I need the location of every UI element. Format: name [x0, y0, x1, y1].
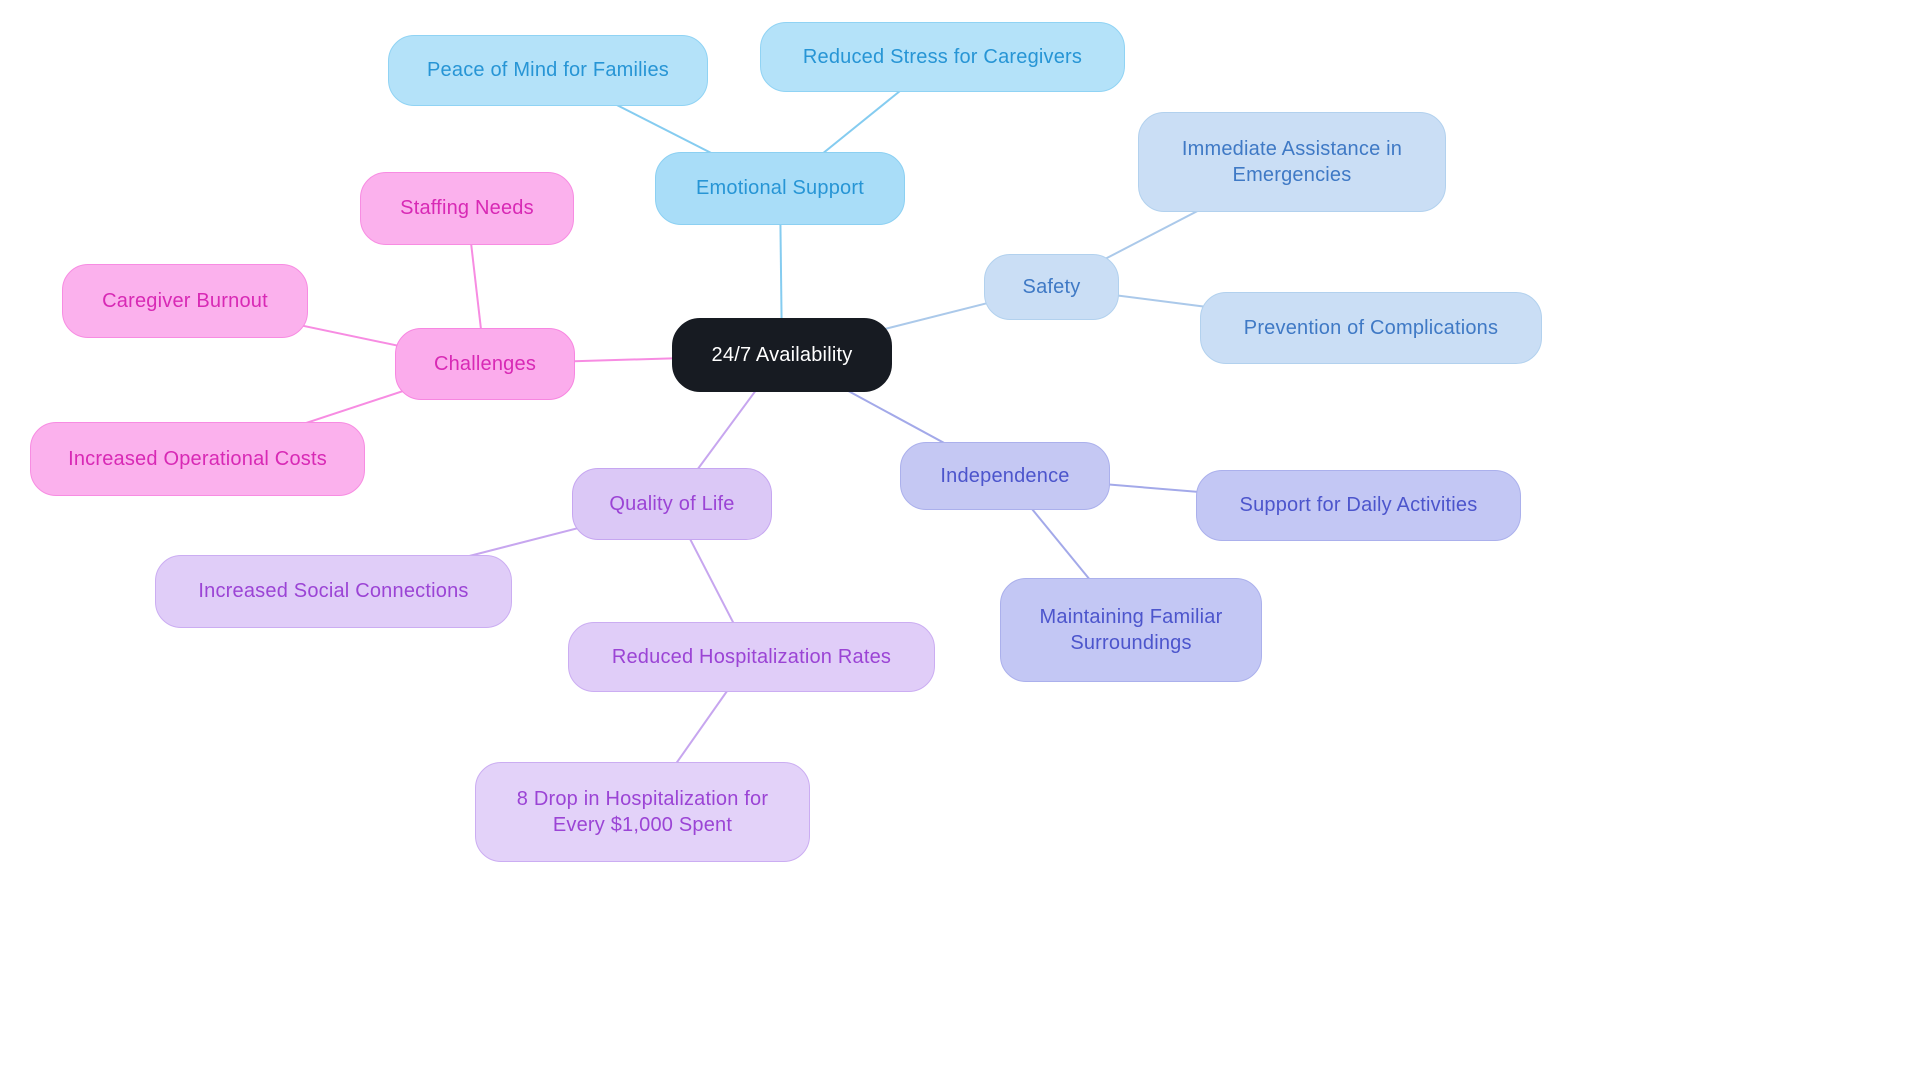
node-hospitalization-drop-stat: 8 Drop in Hospitalization for Every $1,0… [475, 762, 810, 862]
node-peace-of-mind-for-families: Peace of Mind for Families [388, 35, 708, 106]
node-caregiver-burnout: Caregiver Burnout [62, 264, 308, 338]
node-reduced-stress-for-caregivers: Reduced Stress for Caregivers [760, 22, 1125, 92]
node-emotional-support: Emotional Support [655, 152, 905, 225]
node-support-for-daily-activities: Support for Daily Activities [1196, 470, 1521, 541]
node-maintaining-familiar-surroundings: Maintaining Familiar Surroundings [1000, 578, 1262, 682]
node-immediate-assistance-in-emergencies: Immediate Assistance in Emergencies [1138, 112, 1446, 212]
node-safety: Safety [984, 254, 1119, 320]
node-independence: Independence [900, 442, 1110, 510]
node-central-availability: 24/7 Availability [672, 318, 892, 392]
node-staffing-needs: Staffing Needs [360, 172, 574, 245]
node-prevention-of-complications: Prevention of Complications [1200, 292, 1542, 364]
node-increased-operational-costs: Increased Operational Costs [30, 422, 365, 496]
node-quality-of-life: Quality of Life [572, 468, 772, 540]
node-challenges: Challenges [395, 328, 575, 400]
node-reduced-hospitalization-rates: Reduced Hospitalization Rates [568, 622, 935, 692]
node-increased-social-connections: Increased Social Connections [155, 555, 512, 628]
